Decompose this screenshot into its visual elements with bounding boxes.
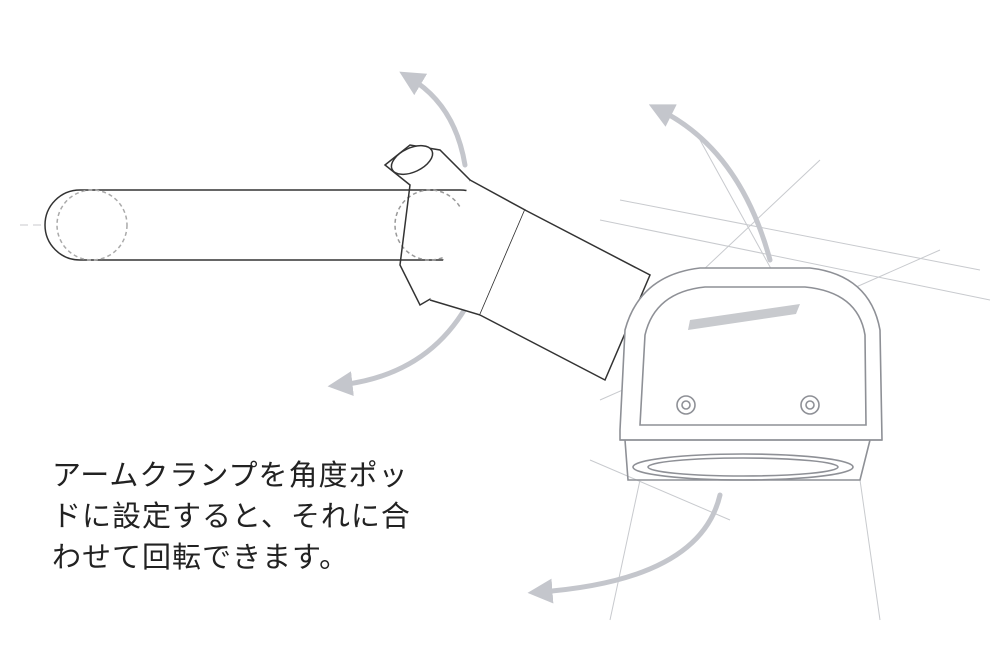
arm-clamp [383, 144, 651, 382]
pod-led-left [676, 395, 696, 415]
rotation-arrows [327, 71, 773, 604]
arrow-down-left [327, 297, 473, 397]
angle-pod [619, 267, 883, 481]
caption-line: ドに設定すると、それに合 [52, 499, 411, 533]
arrow-up-left [399, 71, 468, 168]
arrow-up-right [648, 104, 773, 263]
caption-line: わせて回転できます。 [52, 540, 350, 574]
caption-line: アームクランプを角度ポッ [52, 458, 409, 492]
pod-logo [688, 304, 800, 330]
arrow-down-bottom [527, 492, 723, 604]
arm-bar [44, 189, 496, 261]
pod-led-right [800, 395, 820, 415]
caption: アームクランプを角度ポッ ドに設定すると、それに合 わせて回転できます。 [52, 455, 472, 578]
